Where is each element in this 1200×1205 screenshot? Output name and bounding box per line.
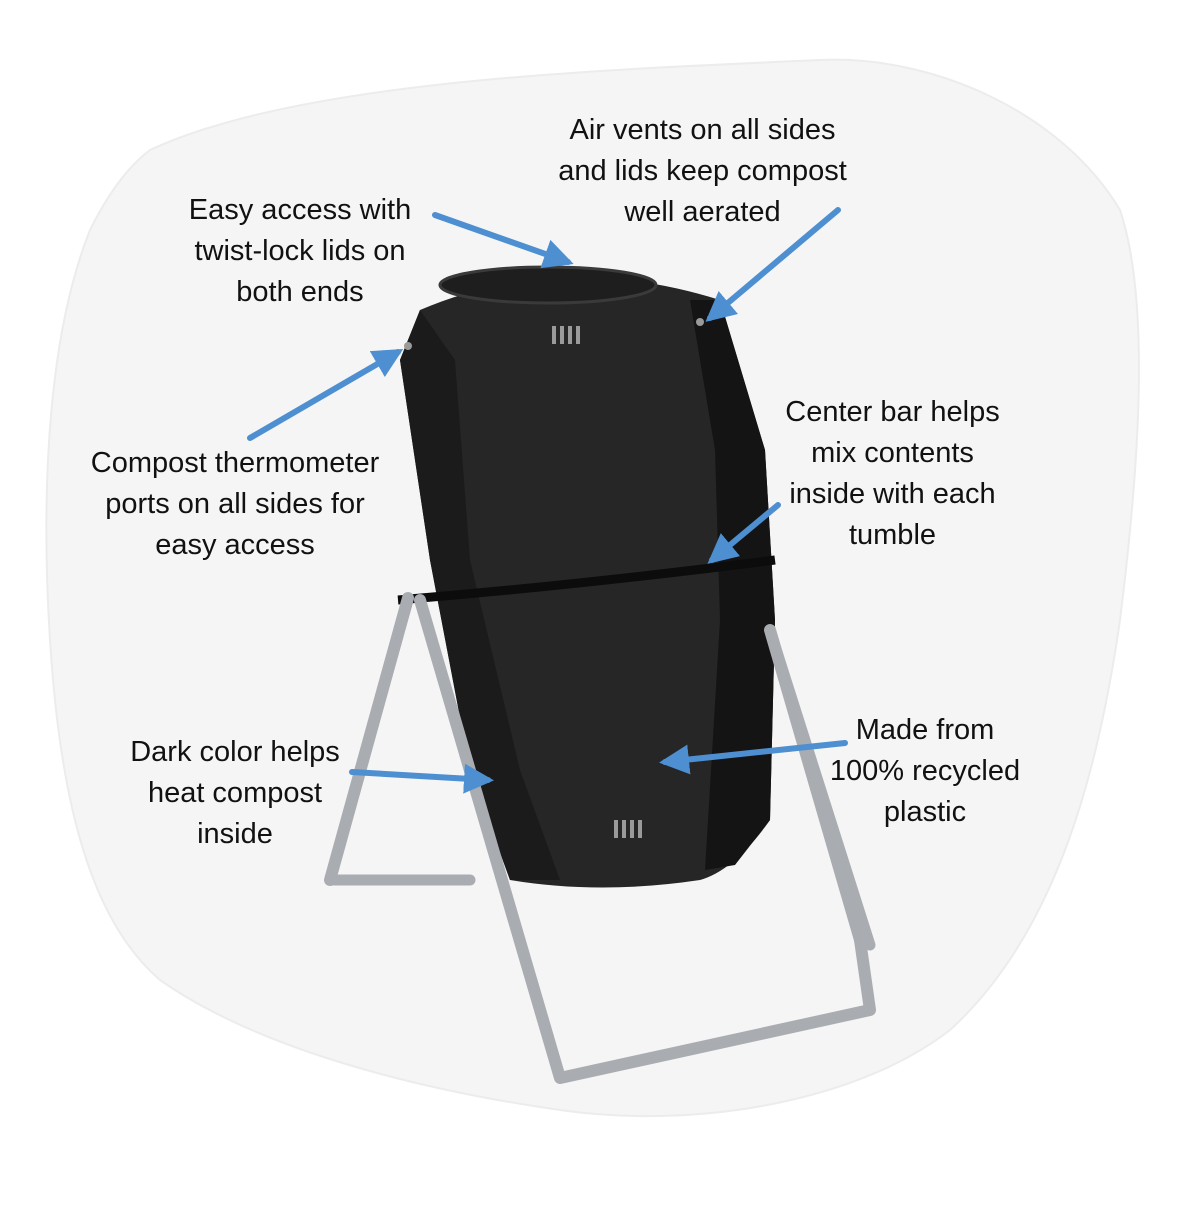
callout-line: Center bar helps bbox=[785, 396, 1000, 428]
callout-line: Compost thermometer bbox=[90, 447, 380, 479]
stand-front-leg bbox=[324, 592, 876, 1084]
callout-thermometer-ports: Compost thermometer ports on all sides f… bbox=[70, 443, 400, 566]
callout-line: well aerated bbox=[624, 196, 781, 228]
callout-arrows bbox=[247, 207, 848, 794]
drum-left-panel bbox=[400, 310, 560, 880]
arrow-vents bbox=[705, 207, 841, 322]
callout-line: ports on all sides for bbox=[105, 488, 365, 520]
arrow-dark-color bbox=[349, 763, 494, 794]
arrow-center-bar bbox=[707, 502, 781, 564]
callout-line: mix contents bbox=[811, 437, 974, 469]
callout-line: Dark color helps bbox=[130, 736, 340, 768]
callout-line: 100% recycled bbox=[829, 755, 1021, 787]
callout-center-bar: Center bar helps mix contents inside wit… bbox=[765, 392, 1020, 556]
callout-line: both ends bbox=[236, 276, 364, 308]
callout-line: inside with each bbox=[789, 478, 996, 510]
drum-lid bbox=[438, 265, 658, 305]
arrow-ports bbox=[247, 348, 404, 441]
vent-bottom bbox=[614, 820, 642, 838]
air-vent-port bbox=[696, 318, 704, 326]
callout-line: and lids keep compost bbox=[558, 155, 847, 187]
callout-line: tumble bbox=[848, 519, 937, 551]
callout-line: Made from bbox=[855, 714, 995, 746]
callout-line: inside bbox=[197, 818, 273, 850]
callout-air-vents: Air vents on all sides and lids keep com… bbox=[530, 110, 875, 233]
arrow-recycled bbox=[659, 740, 848, 775]
callout-dark-color: Dark color helps heat compost inside bbox=[105, 732, 365, 855]
center-bar bbox=[397, 555, 776, 605]
thermometer-port bbox=[404, 342, 412, 350]
drum-right-panel bbox=[690, 300, 775, 870]
callout-line: Easy access with bbox=[188, 194, 412, 226]
callout-twist-lock-lids: Easy access with twist-lock lids on both… bbox=[160, 190, 440, 313]
callout-line: plastic bbox=[883, 796, 967, 828]
callout-line: easy access bbox=[155, 529, 315, 561]
callout-recycled-plastic: Made from 100% recycled plastic bbox=[805, 710, 1045, 833]
arrow-lids bbox=[432, 212, 574, 269]
composter-drum bbox=[397, 265, 776, 888]
callout-line: twist-lock lids on bbox=[194, 235, 406, 267]
callout-line: Air vents on all sides bbox=[569, 114, 836, 146]
vent-top bbox=[552, 326, 580, 344]
callout-line: heat compost bbox=[147, 777, 323, 809]
